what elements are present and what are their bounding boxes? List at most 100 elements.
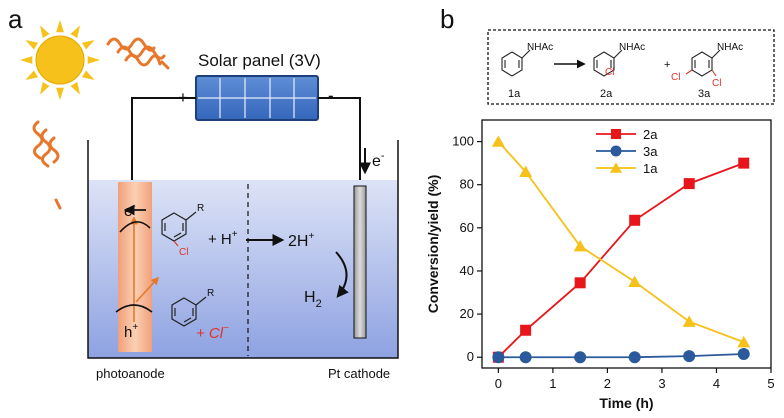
sun-disc (35, 35, 85, 85)
y-tick-label: 100 (452, 134, 474, 149)
data-point-3a (683, 350, 696, 363)
sun-ray (40, 25, 50, 38)
sun-ray (56, 87, 64, 100)
legend: 2a 3a 1a (596, 127, 658, 176)
data-point-2a (738, 157, 750, 169)
scheme-nhac-3a: NHAc (717, 42, 743, 53)
cell-container (87, 140, 399, 359)
chloroarene-cl: Cl (179, 247, 188, 258)
sun-ray (82, 40, 95, 50)
x-tick-label: 4 (713, 376, 720, 391)
legend-label-2a: 2a (643, 127, 658, 142)
scheme-nhac-1a: NHAc (527, 42, 553, 53)
panel-b-letter: b (440, 4, 454, 34)
scheme-cl-3a-left: Cl (671, 72, 680, 83)
panel-a: a Solar panel (3V) + - (8, 4, 399, 381)
legend-label-3a: 3a (643, 144, 658, 159)
x-tick-label: 1 (549, 376, 556, 391)
legend-marker-3a (610, 145, 622, 157)
arene-structure (171, 296, 207, 327)
h2-label: H2 (304, 289, 322, 310)
solar-panel-icon (195, 75, 319, 121)
data-point-1a (573, 239, 587, 252)
data-point-2a (520, 324, 532, 336)
circuit-wire (131, 97, 361, 186)
y-tick-label: 60 (460, 220, 474, 235)
x-tick-label: 0 (495, 376, 502, 391)
scheme-cl-3a-right: Cl (712, 78, 721, 89)
scheme-nhac-2a: NHAc (619, 42, 645, 53)
sun-ray (56, 20, 64, 33)
sun-icon (20, 20, 100, 100)
data-point-3a (492, 351, 505, 364)
legend-marker-2a (611, 129, 621, 139)
legend-marker-1a (610, 162, 622, 173)
series-1a (491, 135, 751, 348)
data-point-2a (629, 214, 641, 226)
data-point-1a (491, 135, 505, 147)
pt-cathode-label: Pt cathode (328, 366, 390, 381)
data-point-3a (574, 351, 587, 364)
data-point-3a (519, 351, 532, 364)
data-point-3a (628, 351, 641, 364)
data-point-1a (519, 165, 533, 177)
solar-panel-label: Solar panel (3V) (198, 51, 321, 70)
scheme-plus: + (664, 59, 670, 71)
series-line-1a (497, 140, 745, 343)
hole-curve-arrow (115, 304, 153, 313)
series-line-3a (498, 353, 744, 359)
electron-curve-arrow (119, 221, 151, 233)
sun-ray (82, 70, 95, 80)
y-axis-label: Conversion/yield (%) (425, 175, 441, 313)
sun-ray (25, 70, 38, 80)
sun-ray (87, 56, 100, 64)
scheme-label-1a: 1a (508, 88, 521, 100)
light-wave-icon (32, 37, 170, 210)
series-3a (492, 347, 750, 364)
scheme-cl-2a: Cl (605, 67, 614, 78)
photoanode-label: photoanode (96, 366, 165, 381)
h2-evolution-arrow (335, 251, 349, 298)
scheme-label-2a: 2a (600, 88, 613, 100)
data-point-1a (682, 315, 696, 327)
panel-b: b NHAc 1a NHAc Cl 2a + (425, 4, 775, 411)
y-tick-label: 0 (467, 349, 474, 364)
reaction-scheme (501, 49, 721, 77)
data-point-1a (628, 275, 642, 287)
x-tick-label: 5 (767, 376, 774, 391)
sun-ray (20, 56, 33, 64)
reaction-scheme-box (487, 29, 775, 105)
plot-frame (481, 119, 772, 369)
y-tick-label: 20 (460, 306, 474, 321)
legend-label-1a: 1a (643, 161, 658, 176)
x-tick-label: 2 (604, 376, 611, 391)
data-point-2a (574, 277, 586, 289)
series-2a (492, 157, 750, 363)
sun-ray (25, 40, 38, 50)
y-tick-label: 40 (460, 263, 474, 278)
electron-anode-label: e- (124, 201, 136, 220)
y-tick-label: 80 (460, 177, 474, 192)
data-point-3a (737, 347, 750, 360)
panel-a-letter: a (8, 4, 23, 34)
two-protons: 2H+ (288, 231, 314, 250)
sun-ray (70, 25, 80, 38)
data-point-1a (737, 335, 751, 348)
arene-r: R (207, 288, 214, 299)
data-point-2a (683, 178, 695, 190)
plus-proton: + H+ (208, 229, 238, 248)
negative-terminal: - (328, 86, 334, 105)
photoanode-diagonal-arrow (135, 276, 160, 303)
sun-ray (70, 82, 80, 95)
x-tick-label: 3 (658, 376, 665, 391)
pt-cathode-electrode (353, 185, 367, 339)
chloride-ion: + Cl− (196, 323, 229, 342)
x-axis-label: Time (h) (599, 395, 653, 411)
sun-ray (40, 82, 50, 95)
wire-electron-label: e- (372, 150, 385, 170)
scheme-label-3a: 3a (698, 88, 711, 100)
chloroarene-structure (161, 211, 197, 247)
chloroarene-r: R (197, 203, 204, 214)
